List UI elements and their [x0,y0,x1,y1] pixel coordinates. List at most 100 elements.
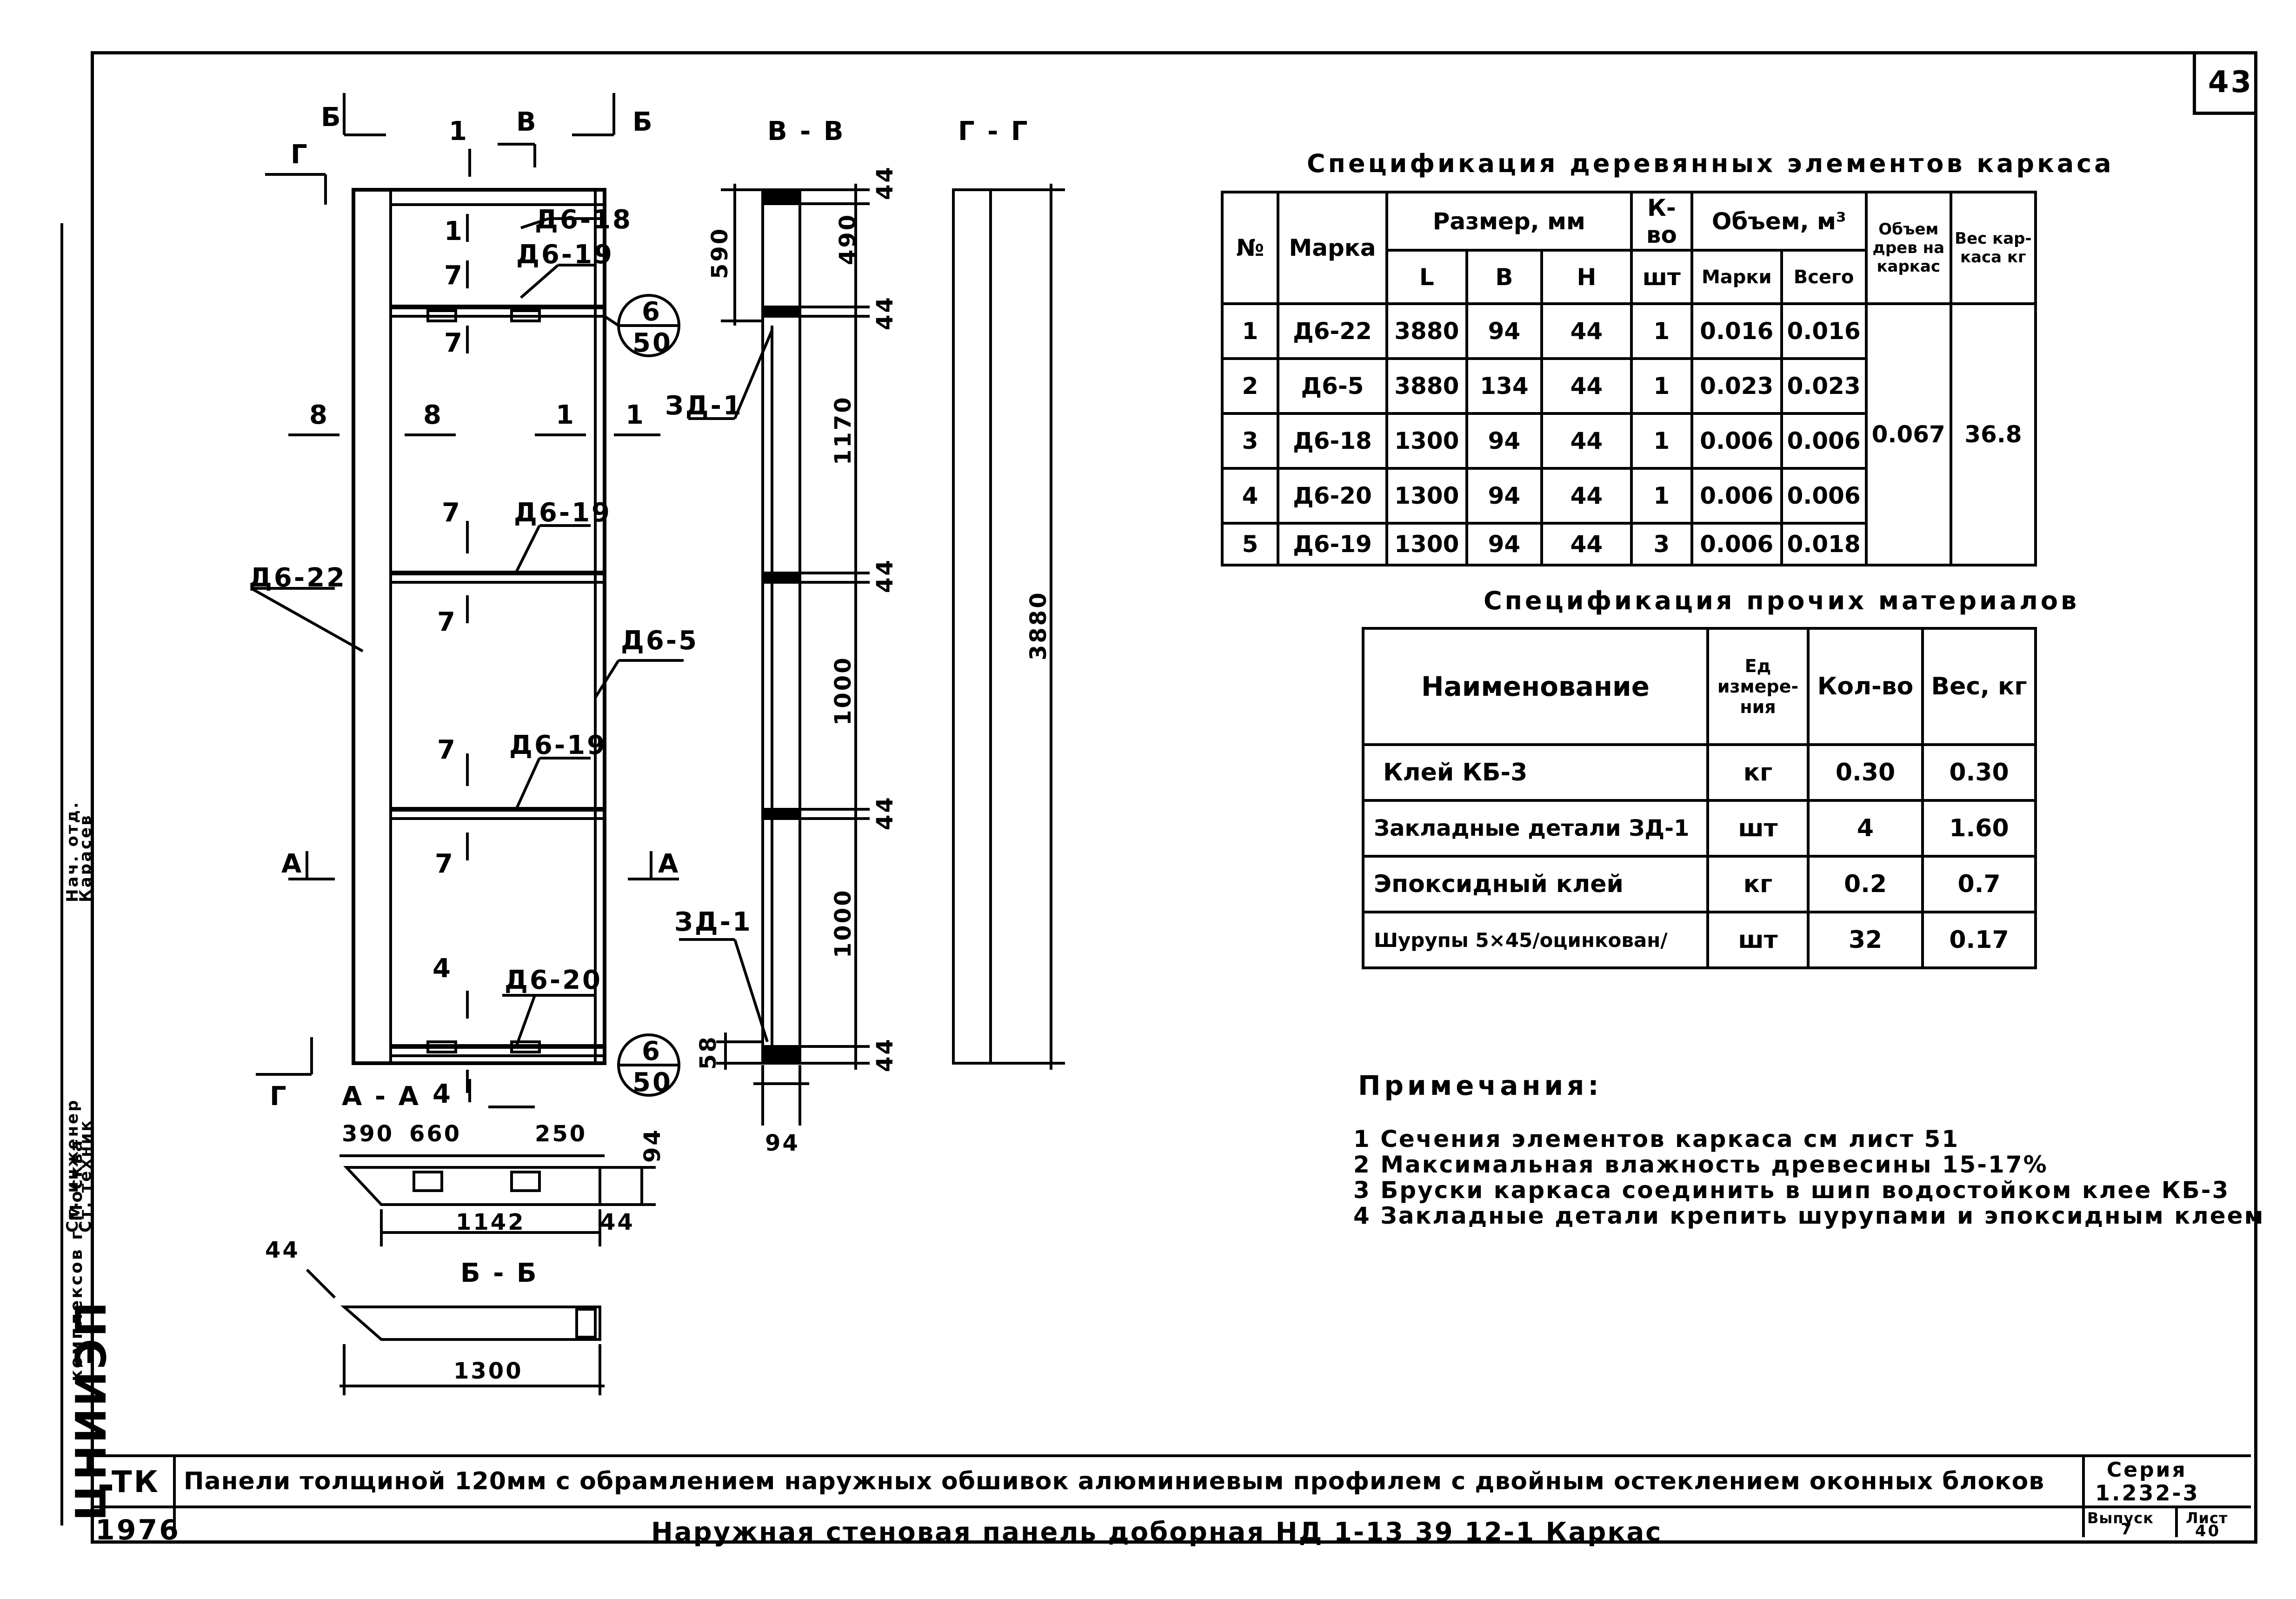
cell-qty: 1 [1630,467,1694,525]
cell-L: 1300 [1385,412,1468,470]
th-weight-other: Вес, кг [1921,627,2037,746]
mark-db19-mid: Д6-19 [514,498,612,528]
cell-L: 3880 [1385,357,1468,415]
level-8-left: 8 [309,400,329,430]
th-qty-other: Кол-во [1807,627,1924,746]
stamp-series-value: 1.232-3 [2095,1480,2200,1506]
table-row: 5 Д6-19 1300 94 44 3 0.006 0.018 [1220,522,2036,566]
cut-g-top: Г [291,140,309,170]
dim-44-e: 44 [872,1037,898,1072]
stamp-issue-label: Выпуск [2087,1509,2154,1527]
th-B: В [1465,249,1544,305]
cell-vt: 0.016 [1780,302,1868,360]
num-7-b: 7 [444,328,464,358]
table-row: Закладные детали ЗД-1 шт 4 1.60 [1362,799,2037,858]
cell-vm: 0.016 [1690,302,1783,360]
th-vol-mark: Марки [1690,249,1783,305]
th-volume: Объем, м³ [1690,191,1868,252]
table-row: 4 Д6-20 1300 94 44 1 0.006 0.006 [1220,467,2036,525]
cell-weight: 0.17 [1921,911,2037,969]
dim-44-aa: 44 [600,1209,635,1235]
th-size: Размер, мм [1385,191,1633,252]
dim-590: 590 [707,227,733,279]
cell-qty: 3 [1630,522,1694,566]
stamp-line1: Панели толщиной 120мм с обрамлением нару… [184,1467,2045,1495]
mark-db19-low: Д6-19 [509,730,607,760]
cell-unit: кг [1706,743,1810,802]
cell-name: Эпоксидный клей [1362,855,1709,913]
cell-vm: 0.006 [1690,522,1783,566]
note-2: 2 Максимальная влажность древесины 15-17… [1353,1151,2048,1178]
cell-vol-wood: 0.067 [1864,302,1952,566]
cell-n: 1 [1220,302,1280,360]
cell-mark: Д6-18 [1277,412,1388,470]
dim-1000-a: 1000 [830,656,856,726]
cell-H: 44 [1540,412,1633,470]
mark-db20: Д6-20 [505,965,603,995]
cell-n: 5 [1220,522,1280,566]
cut-b-left: Б [321,102,343,133]
mark-db22: Д6-22 [249,563,347,593]
dim-390: 390 [342,1121,394,1147]
num-4-a: 4 [433,953,453,984]
cell-weight: 1.60 [1921,799,2037,858]
mark-zd1-top: ЗД-1 [665,391,743,421]
cell-mark: Д6-5 [1277,357,1388,415]
num-7-d: 7 [437,607,457,637]
dim-3880: 3880 [1025,591,1052,660]
drawing-frame [91,51,2257,1544]
dim-94-aa: 94 [639,1128,666,1163]
th-mark: Марка [1277,191,1388,305]
cell-vt: 0.006 [1780,412,1868,470]
cut-g-bottom: Г [270,1081,288,1112]
level-1-inner: 1 [556,400,576,430]
cell-qty: 1 [1630,302,1694,360]
num-7-c: 7 [442,498,462,528]
cell-L: 3880 [1385,302,1468,360]
cell-name: Клей КБ-3 [1362,743,1709,802]
mark-db19-top: Д6-19 [516,240,614,270]
cut-a-right: А [658,849,680,879]
callout-bottom-num: 6 [642,1036,662,1066]
cut-b-right: Б [632,107,654,137]
cell-L: 1300 [1385,522,1468,566]
th-num: № [1220,191,1280,305]
cell-B: 94 [1465,302,1544,360]
th-unit: Ед измере-ния [1706,627,1810,746]
th-qty-unit: шт [1630,249,1694,305]
cell-qty: 32 [1807,911,1924,969]
dim-44-c: 44 [872,558,898,593]
cut-1-top: 1 [449,116,469,147]
spec-other-table: Наименование Ед измере-ния Кол-во Вес, к… [1362,627,2037,969]
cell-H: 44 [1540,357,1633,415]
cell-qty: 1 [1630,357,1694,415]
label-aa: А - А [342,1081,420,1112]
cell-weight: 36.8 [1949,302,2037,566]
cell-vt: 0.006 [1780,467,1868,525]
sheet-number-box [2193,51,2254,115]
cell-vm: 0.006 [1690,412,1783,470]
stamp-sheet-label: Лист [2186,1509,2228,1527]
dim-58: 58 [695,1035,721,1070]
cell-mark: Д6-22 [1277,302,1388,360]
table-row: Эпоксидный клей кг 0.2 0.7 [1362,855,2037,913]
mark-zd1-bottom: ЗД-1 [674,907,752,937]
num-7-e: 7 [437,735,457,765]
cell-H: 44 [1540,522,1633,566]
cell-unit: шт [1706,911,1810,969]
cell-qty: 0.30 [1807,743,1924,802]
stamp-sheet-value: 40 [2195,1522,2221,1540]
cell-vm: 0.006 [1690,467,1783,525]
th-vol-wood: Объем древ на каркас [1864,191,1952,305]
stamp-year: 1976 [95,1514,180,1546]
cell-n: 4 [1220,467,1280,525]
note-4: 4 Закладные детали крепить шурупами и эп… [1353,1202,2265,1229]
table-row: 1 Д6-22 3880 94 44 1 0.016 0.016 0.067 3… [1220,302,2037,566]
table-row: 3 Д6-18 1300 94 44 1 0.006 0.006 [1220,412,2036,470]
spec-other-title: Спецификация прочих материалов [1484,586,2080,615]
cell-B: 134 [1465,357,1544,415]
dim-1300: 1300 [453,1358,523,1384]
cell-vm: 0.023 [1690,357,1783,415]
mark-db5: Д6-5 [621,626,699,656]
dim-250: 250 [535,1121,587,1147]
